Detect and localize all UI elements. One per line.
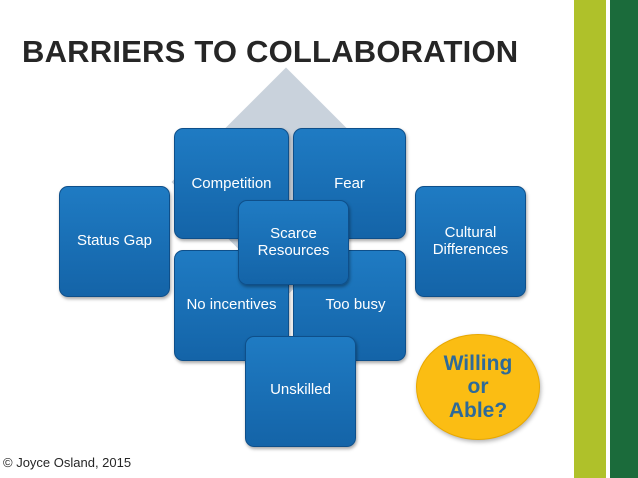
box-fear: Fear: [293, 128, 406, 239]
box-status-gap: Status Gap: [59, 186, 170, 297]
box-scarce-resources: Scarce Resources: [238, 200, 349, 285]
decorative-stripe-lime: [574, 0, 606, 478]
slide-title: BARRIERS TO COLLABORATION: [22, 34, 519, 69]
callout-line-able: Able?: [448, 398, 508, 422]
box-cultural-differences: Cultural Differences: [415, 186, 526, 297]
callout-line-willing: Willing: [443, 351, 513, 375]
box-unskilled: Unskilled: [245, 336, 356, 447]
decorative-stripe-green: [610, 0, 638, 478]
copyright-notice: © Joyce Osland, 2015: [3, 455, 132, 470]
decorative-stripe-gap: [606, 0, 610, 478]
callout-circle: Willing or Able?: [416, 334, 540, 440]
callout-line-or: or: [467, 375, 489, 399]
